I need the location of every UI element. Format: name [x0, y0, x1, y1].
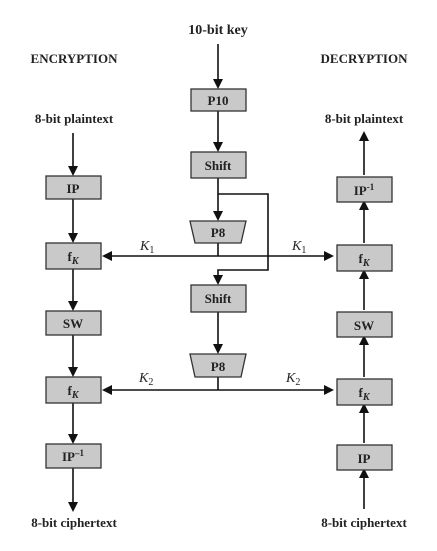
p8-box-1: P8	[189, 220, 247, 244]
shift1-label: Shift	[205, 158, 232, 173]
p10-box: P10	[190, 88, 247, 112]
connections	[68, 44, 369, 512]
arrow-shift1-to-shift2	[213, 193, 269, 285]
shift1-box: Shift	[190, 151, 247, 179]
k2-sub: 2	[148, 377, 153, 388]
dec-sw-box: SW	[336, 311, 393, 338]
dec-fk1-label: fK	[358, 251, 370, 269]
decryption-output-label: 8-bit plaintext	[325, 111, 404, 126]
p10-label: P10	[208, 93, 229, 108]
dec-sw-label: SW	[354, 318, 374, 333]
k1-sub: 1	[149, 245, 154, 256]
dec-ipinv-label: IP-1	[354, 182, 375, 198]
p8-2-label: P8	[211, 359, 226, 374]
key-label: 10-bit key	[188, 23, 248, 38]
dec-ip-box: IP	[336, 444, 393, 471]
dec-fk2-label: fK	[358, 385, 370, 403]
k1-sub: 1	[301, 245, 306, 256]
k1-label-right: K1	[291, 239, 306, 256]
enc-fk1-box: fK	[45, 242, 102, 270]
encryption-heading: ENCRYPTION	[31, 51, 119, 66]
k1-main: K	[291, 239, 302, 254]
shift2-label: Shift	[205, 291, 232, 306]
enc-ipinv-label: IP–1	[62, 448, 85, 464]
k2-main: K	[138, 371, 149, 386]
k2-sub: 2	[295, 377, 300, 388]
shift2-box: Shift	[190, 284, 247, 313]
k1-label-left: K1	[139, 239, 154, 256]
k2-main: K	[285, 371, 296, 386]
enc-sw-box: SW	[45, 310, 102, 336]
k1-main: K	[139, 239, 150, 254]
p8-1-label: P8	[211, 225, 226, 240]
enc-fk2-box: fK	[45, 376, 102, 404]
decryption-heading: DECRYPTION	[321, 51, 409, 66]
enc-ipinv-box: IP–1	[45, 443, 102, 469]
enc-fk2-label: fK	[67, 383, 79, 401]
enc-ip-box: IP	[45, 175, 102, 200]
dec-fk1-box: fK	[336, 244, 393, 272]
dec-ipinv-box: IP-1	[336, 176, 393, 203]
encryption-input-label: 8-bit plaintext	[35, 111, 114, 126]
enc-ip-label: IP	[67, 181, 80, 196]
dec-fk2-box: fK	[336, 378, 393, 406]
encryption-output-label: 8-bit ciphertext	[31, 515, 117, 530]
decryption-input-label: 8-bit ciphertext	[321, 515, 407, 530]
k2-label-left: K2	[138, 371, 153, 388]
p8-box-2: P8	[189, 353, 247, 378]
enc-sw-label: SW	[63, 316, 83, 331]
k2-label-right: K2	[285, 371, 300, 388]
enc-fk1-label: fK	[67, 249, 79, 267]
dec-ip-label: IP	[358, 451, 371, 466]
